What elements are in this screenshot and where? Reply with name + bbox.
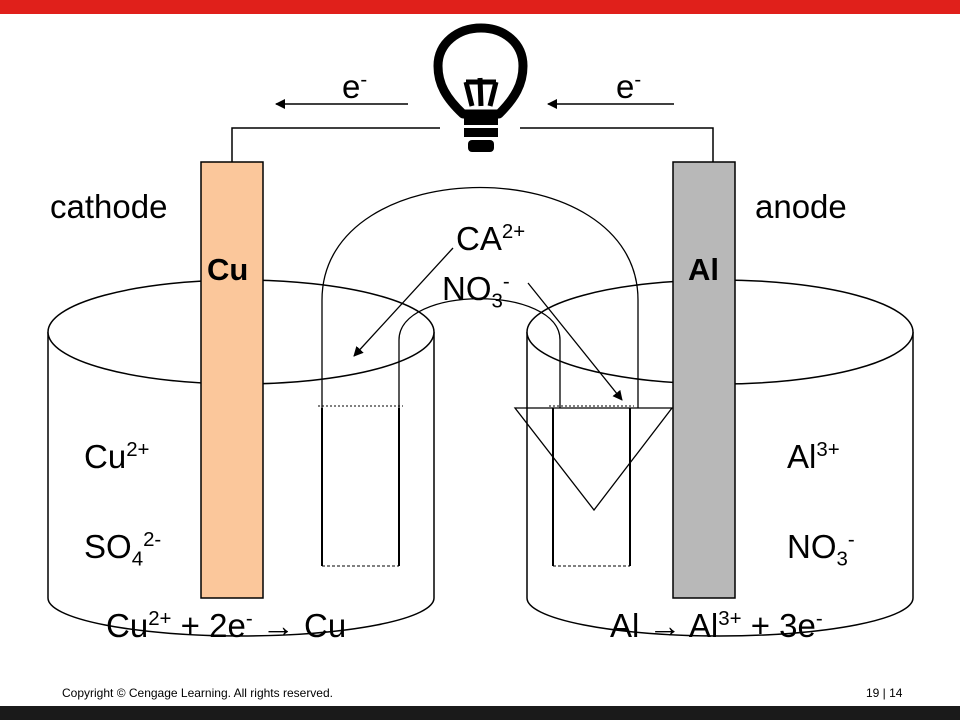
copper-electrode — [200, 161, 264, 599]
left-electron-label: e- — [342, 68, 368, 105]
right-ion-2: NO3- — [787, 528, 855, 571]
top-bar — [0, 0, 960, 14]
salt-bridge-anion: NO3- — [442, 270, 510, 313]
anion-migration-arrow — [527, 282, 623, 401]
cathode-label: cathode — [50, 188, 168, 225]
cathode-reaction: Cu2+ + 2e- → Cu — [106, 607, 347, 644]
aluminum-electrode-label: Al — [688, 252, 719, 287]
left-ion-2: SO42- — [84, 528, 162, 571]
right-electron-label: e- — [616, 68, 642, 105]
reaction-arrow-icon: → — [261, 607, 295, 644]
cation-migration-arrow — [353, 247, 454, 357]
copyright-text: Copyright © Cengage Learning. All rights… — [62, 686, 333, 700]
left-ion-1: Cu2+ — [84, 438, 150, 475]
reaction-arrow-icon: → — [648, 607, 682, 644]
light-bulb-icon — [433, 23, 528, 152]
right-ion-1: Al3+ — [787, 438, 840, 475]
bottom-bar — [0, 706, 960, 720]
anode-reaction: Al → Al3+ + 3e- — [610, 607, 823, 644]
salt-bridge-cation: CA2+ — [456, 220, 526, 257]
anode-label: anode — [755, 188, 847, 225]
aluminum-electrode — [672, 161, 736, 599]
circuit-wire — [231, 127, 714, 162]
salt-bridge — [318, 187, 639, 567]
copper-electrode-label: Cu — [207, 252, 249, 287]
triangle-shape — [513, 407, 674, 512]
page-number: 19 | 14 — [866, 686, 903, 700]
